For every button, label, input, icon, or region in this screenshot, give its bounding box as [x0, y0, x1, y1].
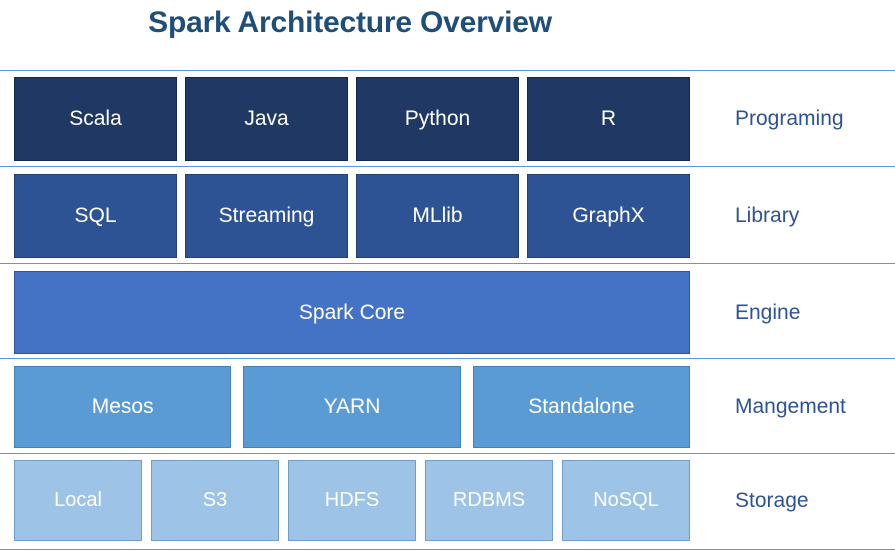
- layer-label-library: Library: [735, 204, 800, 227]
- layer-row-engine: Spark Core Engine: [0, 271, 895, 354]
- component-box-python[interactable]: Python: [356, 77, 519, 161]
- layer-label-storage: Storage: [735, 488, 809, 512]
- layer-row-library: SQL Streaming MLlib GraphX Library: [0, 174, 895, 258]
- layer-row-storage: Local S3 HDFS RDBMS NoSQL Storage: [0, 460, 895, 541]
- component-box-scala[interactable]: Scala: [14, 77, 177, 161]
- component-box-graphx[interactable]: GraphX: [527, 174, 690, 258]
- component-box-sql[interactable]: SQL: [14, 174, 177, 258]
- layer-row-mangement: Mesos YARN Standalone Mangement: [0, 366, 895, 448]
- layer-label-programing: Programing: [735, 107, 844, 130]
- layer-boxes-mangement: Mesos YARN Standalone: [14, 366, 690, 448]
- divider-rule-mangement-storage: [0, 453, 895, 454]
- page-title: Spark Architecture Overview: [148, 6, 552, 39]
- component-box-yarn[interactable]: YARN: [243, 366, 461, 448]
- layer-row-programing: Scala Java Python R Programing: [0, 77, 895, 161]
- component-box-streaming[interactable]: Streaming: [185, 174, 348, 258]
- layer-boxes-storage: Local S3 HDFS RDBMS NoSQL: [14, 460, 690, 541]
- component-box-mesos[interactable]: Mesos: [14, 366, 232, 448]
- component-box-java[interactable]: Java: [185, 77, 348, 161]
- layer-boxes-library: SQL Streaming MLlib GraphX: [14, 174, 690, 258]
- component-box-rdbms[interactable]: RDBMS: [425, 460, 553, 541]
- component-box-spark-core[interactable]: Spark Core: [14, 271, 690, 354]
- layer-label-engine: Engine: [735, 300, 801, 324]
- component-box-mllib[interactable]: MLlib: [356, 174, 519, 258]
- component-box-standalone[interactable]: Standalone: [472, 366, 690, 448]
- component-box-local[interactable]: Local: [14, 460, 142, 541]
- layer-boxes-engine: Spark Core: [14, 271, 690, 354]
- divider-rule-bottom: [0, 549, 895, 550]
- layer-label-mangement: Mangement: [735, 395, 846, 418]
- component-box-s3[interactable]: S3: [151, 460, 279, 541]
- component-box-nosql[interactable]: NoSQL: [562, 460, 690, 541]
- component-box-hdfs[interactable]: HDFS: [288, 460, 416, 541]
- divider-rule-engine-mangement: [0, 358, 895, 359]
- component-box-r[interactable]: R: [527, 77, 690, 161]
- divider-rule-library-engine: [0, 263, 895, 264]
- divider-rule-programing-library: [0, 166, 895, 167]
- layer-boxes-programing: Scala Java Python R: [14, 77, 690, 161]
- divider-rule-top: [0, 70, 895, 71]
